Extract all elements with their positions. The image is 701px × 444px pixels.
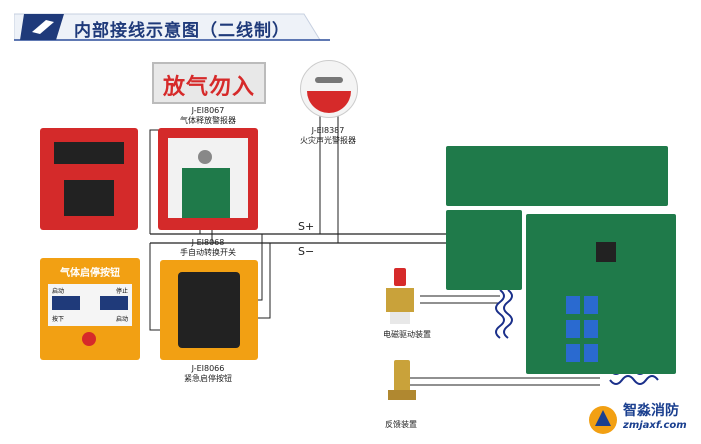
relay-5 — [566, 344, 580, 362]
page-title: 内部接线示意图（二线制） — [74, 21, 290, 41]
alarm-name: 火灾声光警报器 — [300, 136, 356, 145]
watermark: 智淼消防 zmjaxf.com — [587, 400, 695, 440]
relay-6 — [584, 344, 598, 362]
left-red-panel — [40, 128, 138, 230]
feedback-name: 反馈装置 — [385, 420, 417, 429]
pcb-board-left — [446, 210, 522, 290]
logo-shield-icon — [20, 14, 64, 40]
manual-auto-switch-device — [158, 128, 258, 230]
title-bar: 内部接线示意图（二线制） — [14, 12, 330, 42]
relay-4 — [584, 320, 598, 338]
switch-model: J-EI8068 — [191, 238, 225, 247]
emergency-name: 紧急启停按钮 — [184, 374, 232, 383]
relay-3 — [566, 320, 580, 338]
feedback-nut — [388, 390, 416, 400]
sound-light-alarm-device — [300, 60, 358, 118]
emergency-press-label: 按下 — [52, 316, 65, 323]
solenoid-device — [380, 268, 420, 326]
emergency-left-arrow-icon — [52, 296, 80, 310]
solenoid-name: 电磁驱动装置 — [383, 330, 431, 339]
emergency-left-label: 启动 — [52, 288, 65, 295]
left-panel-keyswitch — [64, 180, 114, 216]
emergency-button-device — [160, 260, 258, 360]
emergency-box-face: 启动 停止 按下 启动 — [48, 284, 132, 326]
alarm-speaker-grille — [315, 77, 343, 83]
relay-1 — [566, 296, 580, 314]
bus-plus-label: S+ — [298, 220, 315, 233]
switch-knob-icon — [198, 150, 212, 164]
feedback-device — [386, 360, 418, 410]
left-emergency-box: 气体启停按钮 启动 停止 按下 启动 — [40, 258, 140, 360]
gas-release-sign: 放气勿入 — [152, 62, 266, 104]
emergency-red-button — [82, 332, 96, 346]
solenoid-cap — [394, 268, 406, 286]
left-panel-indicator — [54, 142, 124, 164]
relay-2 — [584, 296, 598, 314]
emergency-relay-body — [178, 272, 240, 348]
title-bar-bg — [14, 13, 330, 41]
bus-minus-label: S− — [298, 245, 315, 258]
emergency-start-label: 启动 — [115, 316, 128, 323]
main-chip — [596, 242, 616, 262]
watermark-url: zmjaxf.com — [623, 420, 687, 431]
switch-pcb — [182, 168, 230, 218]
emergency-right-arrow-icon — [100, 296, 128, 310]
alarm-model: J-EI8387 — [311, 126, 345, 135]
gas-release-name: 气体释放警报器 — [180, 116, 236, 125]
solenoid-base — [390, 312, 410, 324]
gas-release-model: J-EI8067 — [191, 106, 225, 115]
watermark-logo-icon — [589, 406, 617, 434]
emergency-box-title: 气体启停按钮 — [60, 268, 120, 279]
gas-release-sign-text: 放气勿入 — [162, 75, 255, 100]
watermark-cn: 智淼消防 — [623, 403, 679, 419]
emergency-model: J-EI8066 — [191, 364, 225, 373]
pcb-board-main — [526, 214, 676, 374]
alarm-red-lens — [307, 91, 351, 113]
solenoid-body — [386, 288, 414, 312]
switch-name: 手自动转换开关 — [180, 248, 236, 257]
feedback-body — [394, 360, 410, 392]
emergency-right-label: 停止 — [115, 288, 128, 295]
pcb-board-top — [446, 146, 668, 206]
